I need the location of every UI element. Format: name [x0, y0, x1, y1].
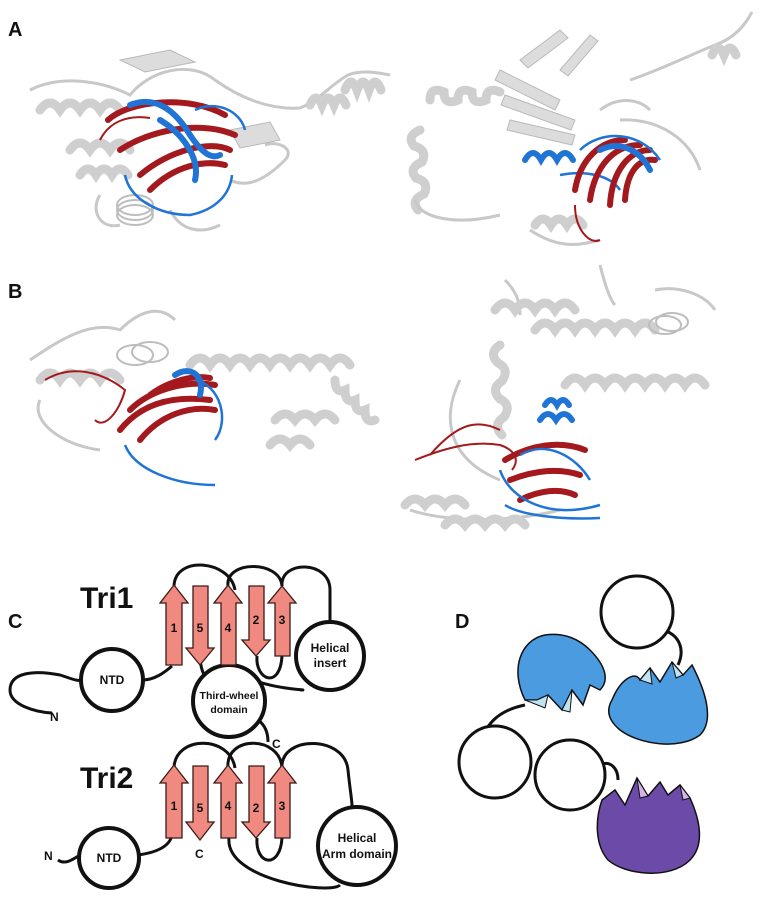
tri1-ntd-label: NTD: [100, 673, 125, 687]
tri1-helical-insert-label-2: insert: [314, 656, 347, 670]
panel-d-blue-flower-right: [607, 660, 709, 745]
panel-d-circle-top: [599, 574, 675, 650]
tri1-strands: 1 5 4 2 3: [158, 583, 298, 667]
tri2-strand-2-label: 2: [253, 801, 260, 815]
tri2-strand-2-arrow: [240, 765, 272, 839]
panel-label-b: B: [8, 281, 22, 303]
tri1-third-wheel-label-1: Third-wheel: [200, 690, 259, 702]
panel-label-a: A: [8, 19, 22, 41]
tri2-strand-4-label: 4: [225, 799, 232, 813]
panel-a-structure-left: [29, 49, 391, 232]
tri1-strand-3-label: 3: [279, 613, 286, 627]
panel-b-structure-left: [29, 309, 380, 487]
tri2-helical-arm-label-2: Arm domain: [322, 847, 392, 861]
tri1-strand-4-label: 4: [225, 621, 232, 635]
panel-b-structure-right: [400, 264, 717, 533]
panel-d-cartoon: [457, 574, 709, 874]
panel-a-structure-right: [406, 11, 754, 246]
tri1-strand-1-arrow: [158, 583, 190, 666]
tri1-strand-2-label: 2: [253, 613, 260, 627]
tri2-strand-5-arrow: [184, 765, 216, 842]
tri2-c-terminus: C: [195, 847, 204, 861]
tri1-strand-5-arrow: [184, 585, 216, 667]
tri2-strands: 1 5 4 2 3: [158, 763, 298, 842]
tri2-helical-arm-circle: [316, 805, 398, 887]
tri2-title: Tri2: [80, 762, 133, 795]
tri1-n-terminus: N: [50, 710, 59, 724]
tri1-strand-3-arrow: [266, 584, 298, 657]
tri2-ntd-circle: [77, 826, 141, 890]
tri2-strand-4-arrow: [212, 763, 244, 839]
tri2-strand-3-label: 3: [279, 799, 286, 813]
tri1-title: Tri1: [80, 582, 133, 615]
tri1-strand-2-arrow: [240, 585, 272, 657]
panel-d-circle-mid: [533, 738, 607, 812]
tri1-helical-insert-label-1: Helical: [311, 641, 350, 655]
tri1-ntd-circle: [79, 647, 145, 713]
tri2-helical-arm-label-1: Helical: [338, 831, 377, 845]
panel-d-blue-flower-left: [517, 633, 606, 712]
tri1-strand-1-label: 1: [171, 621, 178, 635]
tri2-strand-3-arrow: [266, 763, 298, 839]
tri1-strand-4-arrow: [212, 583, 244, 666]
panel-label-c: C: [8, 611, 22, 633]
tri1-third-wheel-label-2: domain: [210, 704, 247, 716]
tri2-strand-5-label: 5: [197, 801, 204, 815]
tri1-helical-insert-circle: [294, 620, 366, 692]
tri2-topology: [57, 741, 354, 890]
tri1-strand-5-label: 5: [197, 621, 204, 635]
tri1-c-terminus: C: [272, 737, 281, 751]
panel-label-d: D: [455, 611, 469, 633]
tri2-strand-1-label: 1: [171, 799, 178, 813]
tri2-n-terminus: N: [44, 849, 53, 863]
tri2-strand-1-arrow: [158, 763, 190, 839]
panel-d-circle-left: [457, 724, 533, 800]
tri2-ntd-label: NTD: [97, 851, 122, 865]
